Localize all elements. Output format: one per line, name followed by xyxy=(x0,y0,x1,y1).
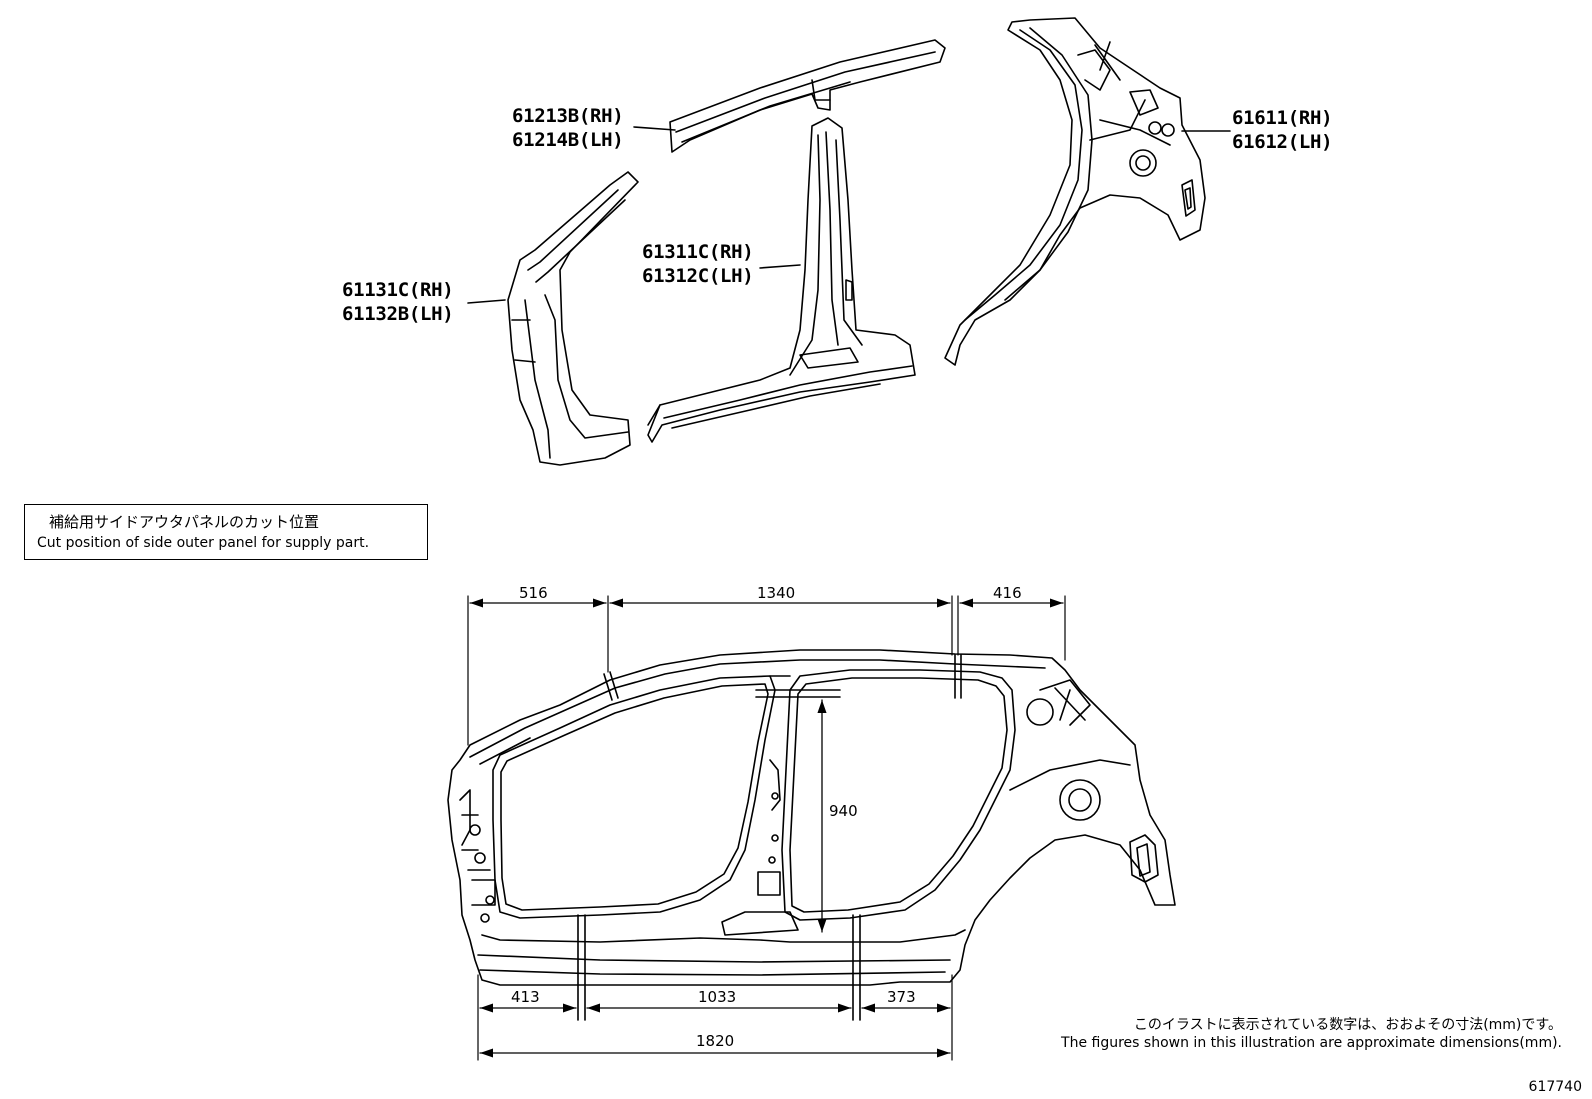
label-61311c-rh: 61311C(RH) xyxy=(642,241,754,263)
label-61612-lh: 61612(LH) xyxy=(1232,131,1333,153)
assembled-side-panel xyxy=(447,649,1176,986)
center-pillar-leader xyxy=(759,264,801,269)
note-japanese: 補給用サイドアウタパネルのカット位置 xyxy=(49,513,320,531)
dim-top-middle: 1340 xyxy=(754,584,799,602)
illustration-code: 617740 xyxy=(1528,1079,1582,1095)
dim-height: 940 xyxy=(826,802,861,820)
footnote-english: The figures shown in this illustration a… xyxy=(1061,1035,1562,1051)
dim-top-rear: 416 xyxy=(990,584,1025,602)
dimension-arrows xyxy=(469,598,1064,1058)
front-pillar-leader xyxy=(467,299,506,304)
roof-side-rail-part xyxy=(669,39,946,153)
cut-position-note: 補給用サイドアウタパネルのカット位置 Cut position of side … xyxy=(24,504,428,560)
label-61132b-lh: 61132B(LH) xyxy=(342,303,454,325)
label-61214b-lh: 61214B(LH) xyxy=(512,129,624,151)
dim-top-front: 516 xyxy=(516,584,551,602)
label-61213b-rh: 61213B(RH) xyxy=(512,105,624,127)
footnote-japanese: このイラストに表示されている数字は、おおよその寸法(mm)です。 xyxy=(1133,1017,1562,1033)
label-61611-rh: 61611(RH) xyxy=(1232,107,1333,129)
dim-overall: 1820 xyxy=(693,1032,738,1050)
quarter-panel-part xyxy=(944,17,1206,366)
note-english: Cut position of side outer panel for sup… xyxy=(37,535,370,551)
cut-lines xyxy=(577,654,962,1021)
dimension-extension-lines xyxy=(467,595,1066,1061)
label-61312c-lh: 61312C(LH) xyxy=(642,265,754,287)
dim-bottom-front: 413 xyxy=(508,988,543,1006)
roof-side-rail-leader xyxy=(633,126,676,131)
dim-bottom-middle: 1033 xyxy=(695,988,740,1006)
front-pillar-part xyxy=(507,171,639,466)
dim-bottom-rear: 373 xyxy=(884,988,919,1006)
label-61131c-rh: 61131C(RH) xyxy=(342,279,454,301)
center-pillar-part xyxy=(647,117,916,443)
